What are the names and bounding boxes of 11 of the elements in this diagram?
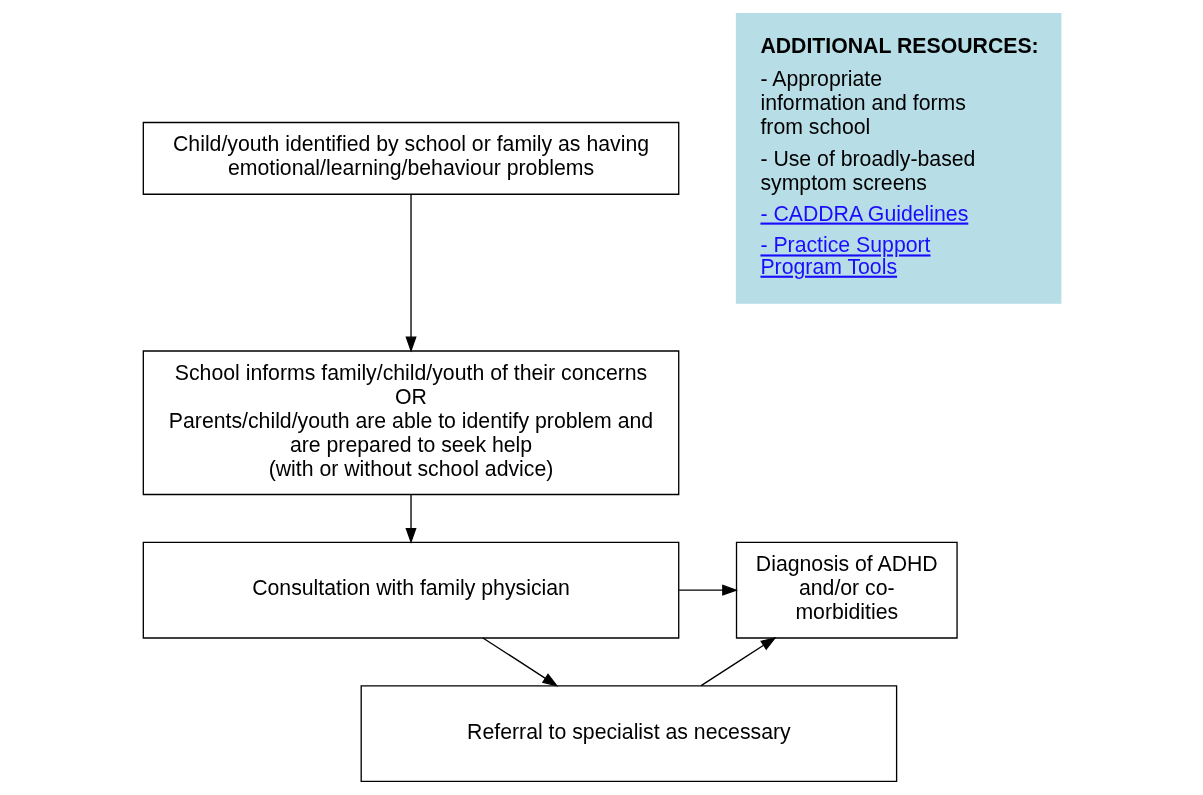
node-box: Child/youth identified by school or family as having emotional/learning/behaviour problems bbox=[142, 121, 679, 195]
arrow bbox=[481, 637, 558, 687]
node-box: School informs family/child/youth of their concerns OR Parents/child/youth are able to identify problem and are prepared to seek help (with or without school advice) bbox=[142, 350, 679, 496]
node-box: Referral to specialist as necessary bbox=[360, 685, 897, 783]
node-box: ADDITIONAL RESOURCES: - Appropriate information and forms from school - Use of broadly-based symptom screens - CADDRA Guidelines - Practice Support Program Tools bbox=[735, 12, 1061, 304]
arrow bbox=[677, 584, 738, 596]
arrow bbox=[700, 636, 777, 687]
node-box: Consultation with family physician bbox=[142, 541, 679, 639]
arrow bbox=[404, 494, 417, 544]
node-box: Diagnosis of ADHD and/or co-morbidities bbox=[735, 541, 958, 639]
arrow bbox=[404, 193, 417, 353]
